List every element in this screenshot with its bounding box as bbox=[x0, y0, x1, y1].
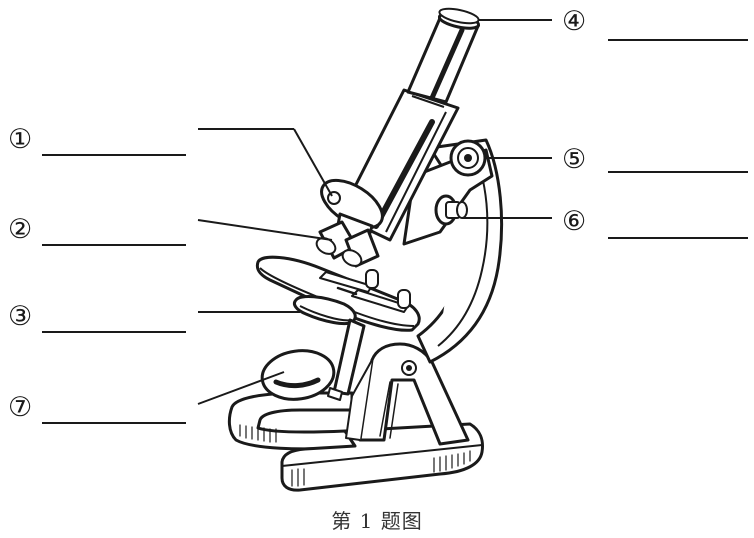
part-labels: ① ② ③ ⑦ ④ ⑤ ⑥ bbox=[8, 6, 586, 423]
figure-caption: 第 1 题图 bbox=[331, 509, 423, 533]
label-2: ② bbox=[8, 214, 32, 245]
label-3: ③ bbox=[8, 301, 32, 332]
coarse-focus-knob bbox=[449, 139, 487, 177]
label-4: ④ bbox=[562, 6, 586, 37]
label-7: ⑦ bbox=[8, 392, 32, 423]
pillar bbox=[345, 342, 470, 446]
leader-lines bbox=[197, 19, 552, 405]
leader-line-7 bbox=[197, 371, 285, 405]
base bbox=[227, 391, 484, 492]
leader-line-2 bbox=[197, 219, 333, 241]
stage-support bbox=[332, 318, 366, 396]
objectives bbox=[315, 220, 380, 268]
label-1: ① bbox=[8, 124, 32, 155]
label-5: ⑤ bbox=[562, 144, 586, 175]
label-6: ⑥ bbox=[562, 206, 586, 237]
microscope-illustration bbox=[227, 7, 504, 492]
stage-platform bbox=[255, 255, 421, 332]
answer-blanks bbox=[42, 39, 748, 424]
eyepiece bbox=[406, 7, 481, 104]
leader-line-1-diagonal bbox=[293, 128, 333, 197]
